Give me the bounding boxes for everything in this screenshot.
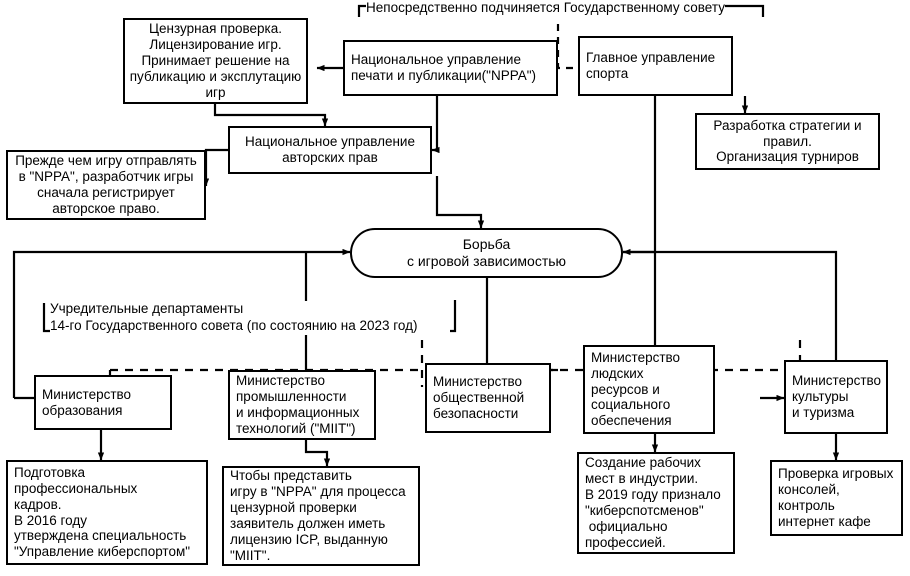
node-copyright-note[interactable]: Прежде чем игру отправлять в "NPPA", раз…: [6, 150, 206, 220]
edge-industry-to-note: [304, 440, 331, 467]
node-education-note[interactable]: Подготовка профессиональных кадров. В 20…: [6, 460, 208, 565]
top-caption: Непосредственно подчиняется Государствен…: [366, 0, 725, 17]
node-industry-note[interactable]: Чтобы представить игру в "NPPA" для проц…: [222, 466, 420, 566]
node-ministry-human-resources[interactable]: Министерство людских ресурсов и социальн…: [583, 345, 715, 434]
edge-culture-to-addiction: [623, 250, 838, 360]
node-ministry-security[interactable]: Министерство общественной безопасности: [425, 363, 551, 433]
edge-copyright-to-note: [202, 148, 228, 187]
node-ministry-industry[interactable]: Министерство промышленности и информацио…: [228, 370, 376, 440]
node-ministry-education[interactable]: Министерство образования: [34, 375, 172, 430]
group-caption: Учредительные департаменты 14-го Государ…: [50, 301, 450, 335]
dashed-link-nppa-sports: [556, 24, 578, 70]
node-strategy-note[interactable]: Разработка стратегии и правил. Организац…: [695, 113, 880, 170]
node-censorship-note[interactable]: Цензурная проверка. Лицензирование игр. …: [123, 18, 308, 104]
edge-sports-to-addiction: [622, 96, 657, 256]
node-nppa[interactable]: Национальное управление печати и публика…: [343, 40, 558, 96]
node-addiction-oval[interactable]: Борьба с игровой зависимостью: [350, 228, 623, 278]
edge-nppa-to-copyright: [431, 96, 440, 154]
edge-nppa-to-addiction: [435, 176, 485, 229]
edge-censorship-to-copyright: [213, 104, 329, 127]
node-hr-note[interactable]: Создание рабочих мест в индустрии. В 201…: [577, 452, 735, 554]
node-copyright-admin[interactable]: Национальное управление авторских прав: [228, 126, 432, 174]
node-culture-note[interactable]: Проверка игровых консолей, контроль инте…: [770, 460, 903, 536]
node-sports-admin[interactable]: Главное управление спорта: [578, 36, 733, 96]
node-ministry-culture[interactable]: Министерство культуры и туризма: [784, 360, 888, 434]
